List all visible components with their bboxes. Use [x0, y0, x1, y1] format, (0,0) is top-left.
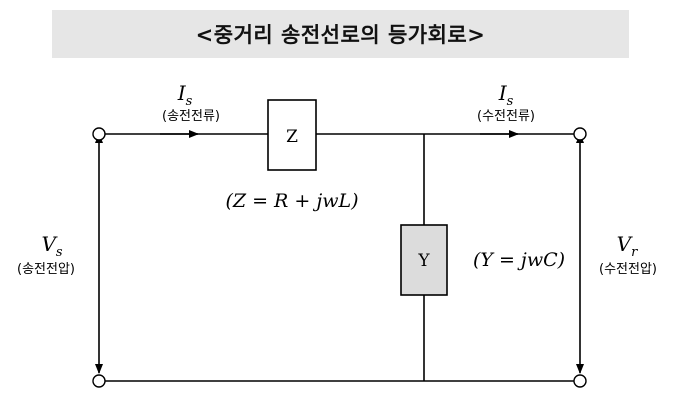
title-bar: <중거리 송전선로의 등가회로>: [52, 10, 629, 58]
send-voltage-desc: (송전전압): [17, 262, 75, 277]
impedance-formula: (Z = R + jwL): [225, 190, 358, 212]
admittance-formula: (Y = jwC): [473, 249, 565, 271]
recv-voltage-desc: (수전전압): [599, 262, 657, 277]
diagram-title: <중거리 송전선로의 등가회로>: [195, 23, 486, 47]
recv-voltage-symbol: Vr: [617, 232, 638, 260]
terminal-recv-bottom: [573, 374, 587, 388]
admittance-box-label: Y: [417, 251, 430, 271]
impedance-box-label: Z: [286, 127, 298, 147]
recv-current-desc: (수전전류): [477, 109, 535, 124]
send-current-desc: (송전전류): [162, 109, 220, 124]
impedance-box: [267, 99, 317, 171]
recv-current-symbol: Is: [498, 81, 514, 109]
terminal-send-bottom: [92, 374, 106, 388]
send-current-symbol: Is: [177, 81, 193, 109]
send-voltage-symbol: Vs: [41, 232, 62, 260]
admittance-box: [400, 224, 448, 296]
terminal-recv-top: [573, 127, 587, 141]
terminal-send-top: [92, 127, 106, 141]
